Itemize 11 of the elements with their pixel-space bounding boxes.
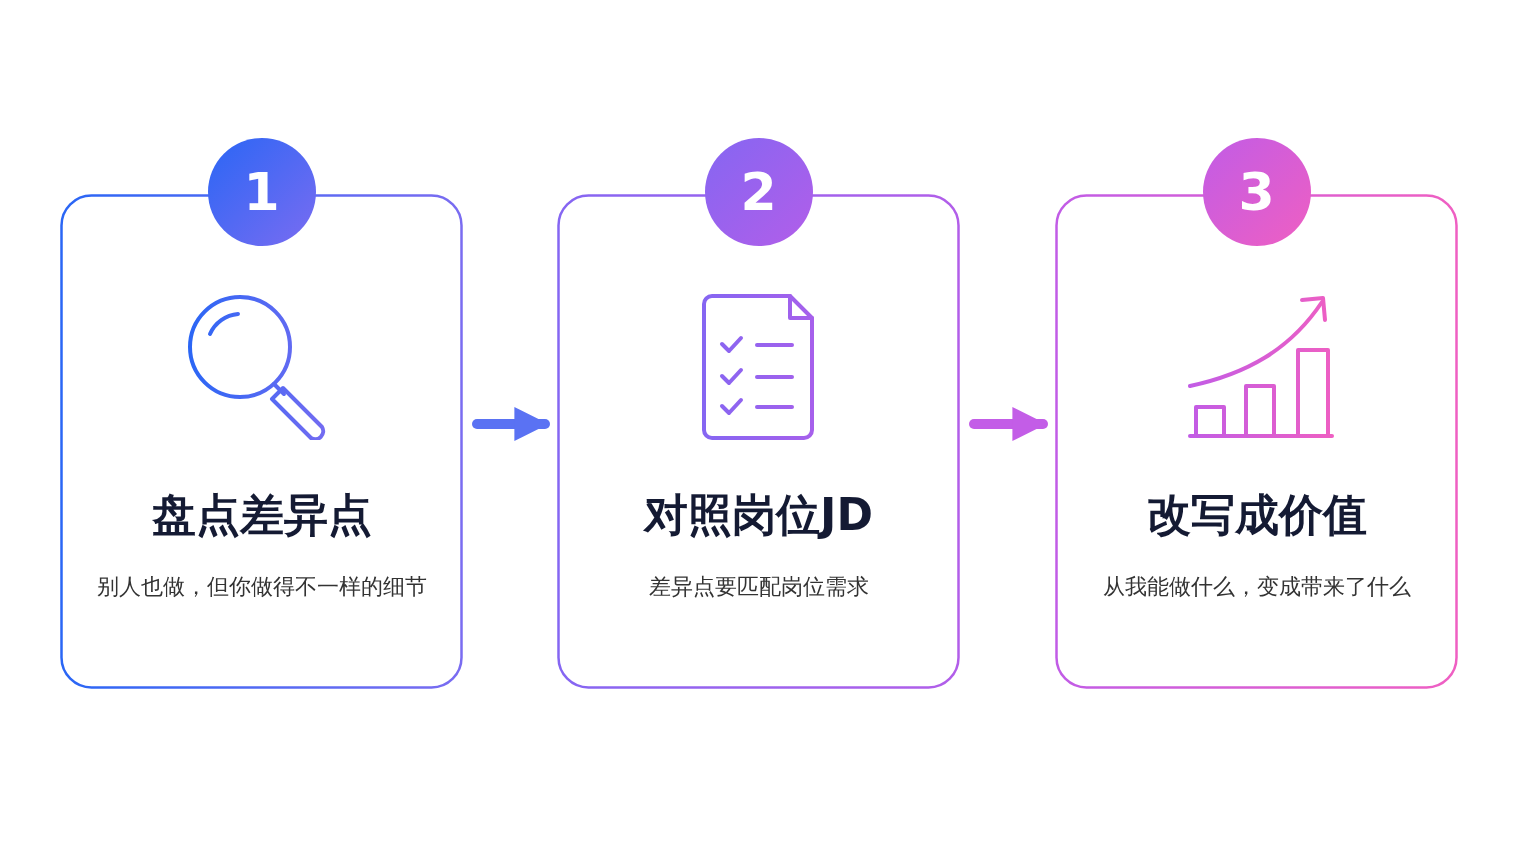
step-description: 差异点要匹配岗位需求 — [647, 573, 870, 601]
step-title: 对照岗位JD — [642, 488, 874, 542]
arrow — [969, 407, 1048, 441]
step-title: 盘点差异点 — [150, 488, 373, 542]
arrow — [472, 407, 550, 441]
step-description: 别人也做，但你做得不一样的细节 — [95, 573, 428, 601]
step-number-badge: 1 — [207, 138, 316, 246]
step-number-badge: 2 — [704, 138, 813, 246]
step-number-badge: 3 — [1202, 138, 1311, 246]
step-title: 改写成价值 — [1145, 488, 1368, 542]
step-description: 从我能做什么，变成带来了什么 — [1101, 573, 1412, 601]
